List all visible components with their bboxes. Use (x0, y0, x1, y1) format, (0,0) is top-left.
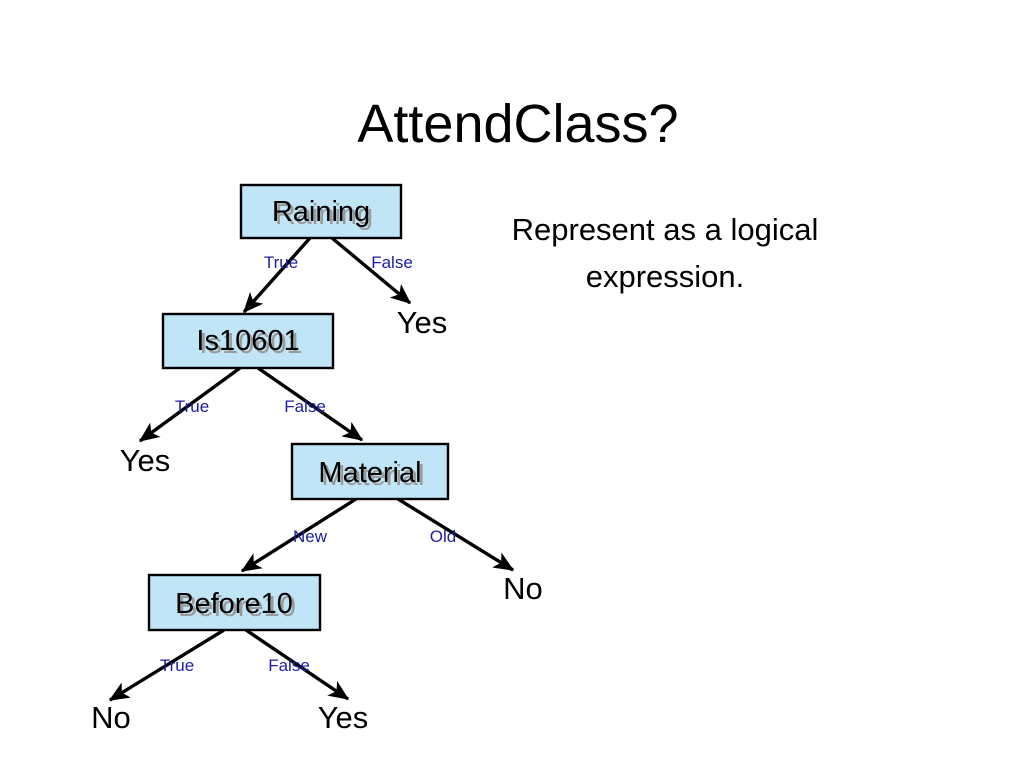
edge-label-raining-false: False (371, 253, 413, 272)
node-before10[interactable]: Before10 Before10 (147, 573, 322, 632)
edge-label-is10601-false: False (284, 397, 326, 416)
node-raining-box[interactable] (239, 183, 403, 240)
node-material-box[interactable] (290, 442, 450, 501)
node-is10601-label: Is10601 (196, 325, 299, 357)
node-raining-label-shadow: Raining (275, 199, 373, 231)
node-is10601-label-shadow: Is10601 (199, 328, 302, 360)
leaf-yes-before10: Yes (318, 700, 369, 735)
node-material[interactable]: Material Material (290, 442, 450, 501)
annotation-line-1: Represent as a logical (512, 212, 819, 247)
leaf-yes-raining: Yes (397, 305, 448, 340)
leaf-yes-is10601: Yes (120, 443, 171, 478)
edge-is10601-false (257, 366, 364, 442)
edge-raining-true (242, 236, 312, 314)
node-before10-label: Before10 (175, 588, 293, 620)
node-raining-label: Raining (272, 196, 370, 228)
edge-group (108, 236, 515, 702)
edge-before10-true (108, 628, 225, 702)
node-raining[interactable]: Raining Raining (239, 183, 403, 240)
node-before10-label-shadow: Before10 (178, 591, 296, 623)
edge-is10601-true (138, 366, 242, 443)
node-material-label-shadow: Material (321, 460, 424, 492)
leaf-no-before10: No (91, 700, 131, 735)
edge-label-raining-true: True (264, 253, 298, 272)
edge-label-material-old: Old (430, 527, 456, 546)
edge-label-before10-false: False (268, 656, 310, 675)
edge-label-is10601-true: True (175, 397, 209, 416)
edge-label-group: True False True False New Old True False (160, 253, 456, 675)
node-is10601[interactable]: Is10601 Is10601 (161, 312, 335, 370)
node-before10-box[interactable] (147, 573, 322, 632)
edge-label-before10-true: True (160, 656, 194, 675)
edge-label-material-new: New (293, 527, 328, 546)
leaf-no-material: No (503, 571, 543, 606)
edge-material-old (397, 497, 515, 572)
annotation-line-2: expression. (586, 259, 745, 294)
edge-material-new (240, 497, 357, 573)
edge-before10-false (245, 628, 350, 701)
edge-raining-false (330, 236, 412, 305)
node-is10601-box[interactable] (161, 312, 335, 370)
slide-title: AttendClass? (357, 94, 678, 154)
node-material-label: Material (318, 457, 421, 489)
